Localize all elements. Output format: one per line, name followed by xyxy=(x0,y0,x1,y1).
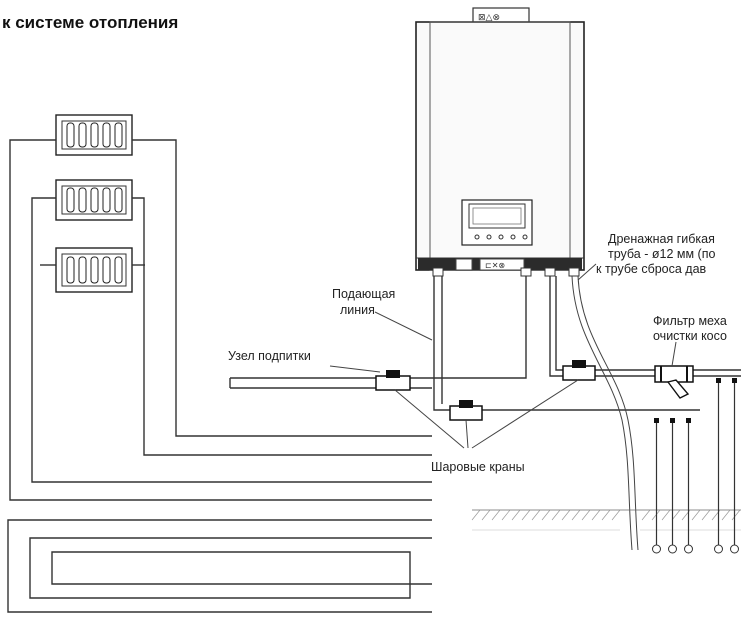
label-filter-2: очистки косо xyxy=(653,329,727,343)
leader-lines xyxy=(329,263,677,449)
radiator-bottom xyxy=(55,247,133,293)
radiator-top xyxy=(55,114,133,156)
boiler-pipe-outlets xyxy=(432,267,580,277)
label-filter-1: Фильтр меха xyxy=(653,314,727,328)
svg-text:⊏✕⊗: ⊏✕⊗ xyxy=(485,261,505,270)
label-supply-line-2: линия xyxy=(340,303,375,317)
underfloor-heating-loop xyxy=(7,519,432,613)
label-drain-hose-1: Дренажная гибкая xyxy=(608,232,715,246)
diagram-title: к системе отопления xyxy=(2,13,178,32)
floor-ground xyxy=(471,509,741,531)
label-drain-hose-2: труба - ø12 мм (по xyxy=(608,247,715,261)
svg-text:⊠△⊗: ⊠△⊗ xyxy=(478,13,500,23)
ball-valve-2 xyxy=(449,400,483,421)
drain-hose xyxy=(571,275,639,551)
radiator-middle xyxy=(55,179,133,221)
label-makeup-node: Узел подпитки xyxy=(228,349,311,363)
boiler-connection-pipes xyxy=(229,276,741,411)
label-drain-hose-3: к трубе сброса дав xyxy=(596,262,707,276)
ball-valve-1 xyxy=(375,370,411,391)
manifold-drops xyxy=(652,378,739,554)
ball-valve-3 xyxy=(562,360,596,381)
boiler-control-panel xyxy=(461,199,533,246)
mechanical-filter xyxy=(654,365,694,399)
label-supply-line-1: Подающая xyxy=(332,287,395,301)
label-ball-valves: Шаровые краны xyxy=(431,460,525,474)
radiator-piping xyxy=(9,139,432,501)
